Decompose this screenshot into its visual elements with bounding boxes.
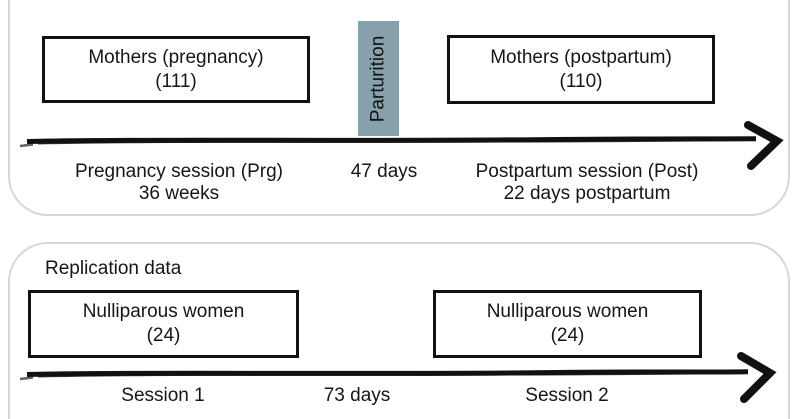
arrow-shaft-texture	[37, 139, 754, 145]
arrow-shaft	[26, 369, 749, 377]
replication-panel: Replication data Nulliparous women (24) …	[8, 242, 790, 419]
group-box-count: (111)	[155, 70, 197, 92]
discovery-panel: Mothers (pregnancy) (111) Parturition Mo…	[8, 0, 790, 216]
group-box-line1: Mothers (pregnancy)	[88, 46, 264, 68]
arrow-shaft-texture	[37, 372, 746, 378]
group-box-line1: Nulliparous women	[82, 301, 245, 322]
session2-label: Session 2	[467, 385, 667, 407]
arrow-start-tail	[19, 143, 34, 148]
nulliparous-group-box-2: Nulliparous women (24)	[433, 290, 702, 358]
session-label-line1: Postpartum session (Post)	[475, 161, 699, 182]
arrowhead-icon	[744, 121, 784, 170]
arrow-shaft	[26, 136, 757, 144]
interval-label: 73 days	[297, 385, 417, 407]
group-box-count: (24)	[146, 325, 181, 346]
group-box-line1: Mothers (postpartum)	[490, 46, 672, 68]
replication-panel-title: Replication data	[45, 258, 182, 279]
timeline-arrow	[19, 352, 777, 403]
session-label: Session 1	[121, 385, 205, 406]
nulliparous-group-box-1: Nulliparous women (24)	[28, 290, 299, 358]
session-label: Session 2	[525, 385, 609, 406]
timeline-arrow	[19, 121, 784, 170]
session-label-line2: 22 days postpartum	[503, 183, 671, 204]
postpartum-group-box: Mothers (postpartum) (110)	[447, 35, 715, 104]
pregnancy-group-box: Mothers (pregnancy) (111)	[42, 36, 310, 103]
session1-label: Session 1	[63, 385, 263, 407]
interval-days: 47 days	[350, 161, 418, 182]
group-box-line1: Nulliparous women	[486, 301, 649, 322]
interval-days: 73 days	[323, 385, 391, 406]
arrow-start-tail	[19, 376, 34, 381]
postpartum-session-label: Postpartum session (Post) 22 days postpa…	[447, 161, 727, 205]
session-label-line2: 36 weeks	[138, 183, 220, 204]
group-box-count: (110)	[559, 70, 603, 92]
parturition-bar: Parturition	[358, 21, 399, 136]
pregnancy-session-label: Pregnancy session (Prg) 36 weeks	[39, 161, 319, 205]
arrowhead-icon	[737, 352, 777, 403]
interval-label: 47 days	[324, 161, 444, 183]
session-label-line1: Pregnancy session (Prg)	[74, 161, 284, 182]
group-box-count: (24)	[550, 325, 585, 346]
